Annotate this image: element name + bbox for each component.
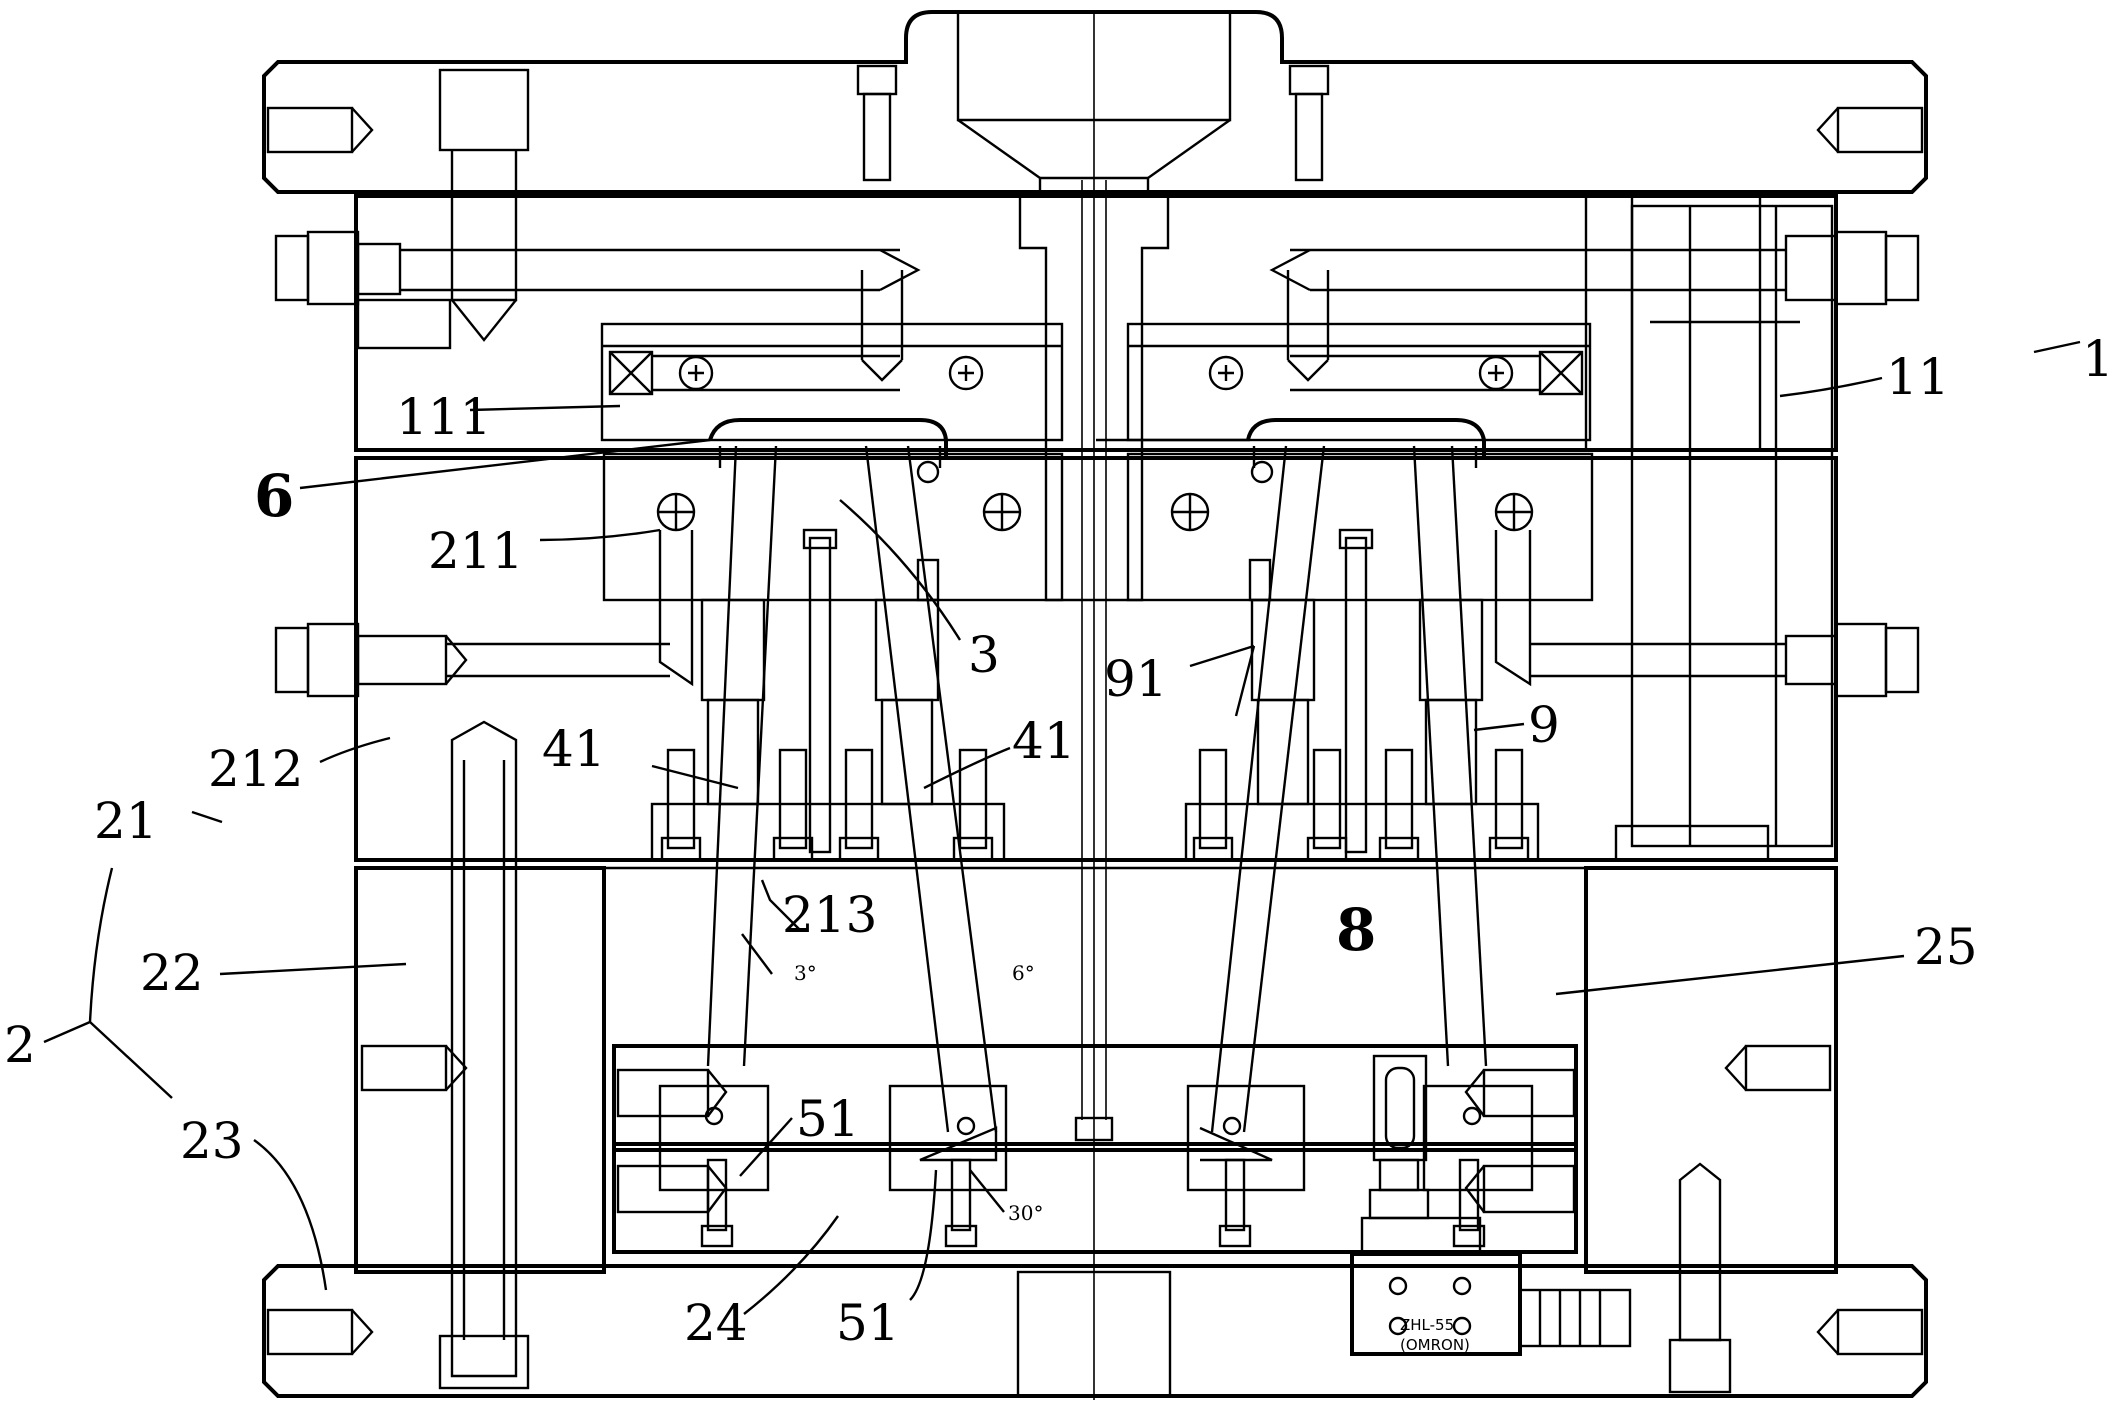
label-211: 211 bbox=[428, 522, 523, 580]
label-111: 111 bbox=[396, 388, 491, 446]
label-11: 11 bbox=[1886, 348, 1950, 406]
label-51-bottom: 51 bbox=[836, 1294, 900, 1352]
label-6: 6 bbox=[254, 462, 294, 530]
label-24: 24 bbox=[684, 1294, 748, 1352]
label-9: 9 bbox=[1528, 696, 1560, 754]
top-clamp-plate bbox=[262, 10, 1928, 194]
label-21: 21 bbox=[94, 792, 158, 850]
bottom-clamp-plate bbox=[262, 1162, 1928, 1398]
label-1: 1 bbox=[2082, 330, 2114, 388]
leader-lines bbox=[43, 340, 2081, 1315]
label-25: 25 bbox=[1914, 918, 1978, 976]
label-213: 213 bbox=[782, 886, 877, 944]
sprue-bush bbox=[1018, 12, 1170, 1400]
fixed-mold-plate bbox=[274, 68, 1920, 848]
angle-30deg: 30° bbox=[1008, 1201, 1043, 1225]
label-23: 23 bbox=[180, 1112, 244, 1170]
core-columns bbox=[706, 438, 1488, 1133]
limit-switch: ZHL-55 (OMRON) bbox=[1350, 1054, 1632, 1356]
switch-brand: (OMRON) bbox=[1400, 1336, 1470, 1354]
label-8: 8 bbox=[1336, 896, 1376, 964]
moving-mold-plate bbox=[274, 452, 1920, 1378]
spacer-blocks bbox=[354, 866, 1838, 1274]
molded-product bbox=[708, 418, 1486, 484]
ejector-plates bbox=[612, 1044, 1578, 1254]
label-212: 212 bbox=[208, 740, 303, 798]
angle-3deg: 3° bbox=[794, 961, 817, 985]
switch-model: ZHL-55 bbox=[1400, 1316, 1454, 1334]
label-41-right: 41 bbox=[1012, 712, 1076, 770]
ejector-pins bbox=[660, 528, 1530, 862]
label-3: 3 bbox=[968, 626, 1000, 684]
label-2: 2 bbox=[4, 1016, 36, 1074]
angle-6deg: 6° bbox=[1012, 961, 1035, 985]
labels: 1 11 111 6 211 3 91 9 41 41 212 21 213 8… bbox=[4, 330, 2114, 1352]
label-51-top: 51 bbox=[796, 1090, 860, 1148]
label-22: 22 bbox=[140, 944, 204, 1002]
label-91: 91 bbox=[1104, 650, 1168, 708]
label-41-left: 41 bbox=[542, 720, 606, 778]
